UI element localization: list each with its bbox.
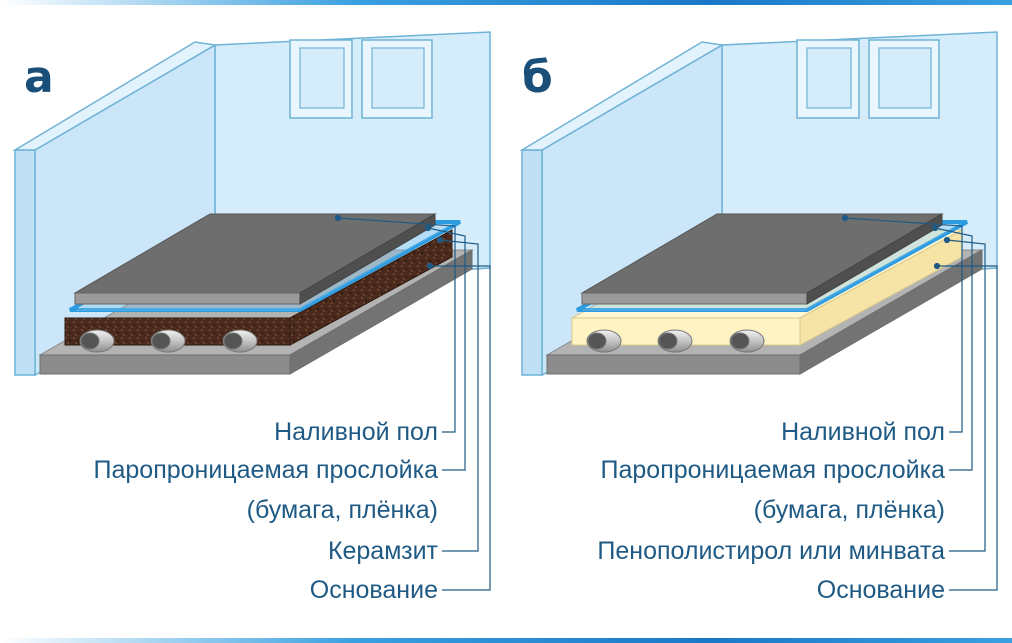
screed-front xyxy=(581,292,808,305)
bottom-decor-stripe xyxy=(0,638,1012,643)
left-wall-edge xyxy=(521,149,543,376)
base-slab-front xyxy=(546,354,801,375)
label-vapour-layer-note-b: (бумага, плёнка) xyxy=(753,496,945,524)
label-base-a: Основание xyxy=(309,576,438,604)
label-self-leveling-floor-b: Наливной пол xyxy=(781,418,945,446)
window-left xyxy=(796,39,860,119)
window-left xyxy=(289,39,353,119)
label-self-leveling-floor-a: Наливной пол xyxy=(274,418,438,446)
pipe-2 xyxy=(657,329,693,353)
left-wall-edge xyxy=(14,149,36,376)
label-base-b: Основание xyxy=(816,576,945,604)
clay-layer-side xyxy=(289,229,453,346)
panel-b-letter: б xyxy=(522,52,553,103)
pipe-1 xyxy=(586,329,622,353)
base-slab-side xyxy=(799,249,983,375)
label-insulation-b: Пенополистирол или минвата xyxy=(597,537,945,565)
left-wall-top xyxy=(519,41,725,151)
screed-front xyxy=(74,292,301,305)
panel-b-scene xyxy=(519,31,998,591)
panel-a-scene xyxy=(12,31,491,591)
leader-lines-a xyxy=(334,214,491,591)
pipe-3 xyxy=(222,329,258,353)
left-wall-top xyxy=(12,41,218,151)
leader-lines-b xyxy=(841,214,998,591)
label-insulation-a: Керамзит xyxy=(327,537,438,565)
label-vapour-layer-a: Паропроницаемая прослойка xyxy=(93,456,438,484)
panel-a-letter: а xyxy=(24,52,54,103)
label-vapour-layer-note-a: (бумага, плёнка) xyxy=(246,496,438,524)
base-slab-front xyxy=(39,354,291,375)
base-slab-side xyxy=(289,249,473,375)
label-vapour-layer-b: Паропроницаемая прослойка xyxy=(600,456,945,484)
top-decor-stripe xyxy=(0,0,1012,5)
pipe-1 xyxy=(79,329,115,353)
window-right xyxy=(361,39,433,119)
window-right xyxy=(868,39,940,119)
pipe-2 xyxy=(150,329,186,353)
pipe-3 xyxy=(729,329,765,353)
